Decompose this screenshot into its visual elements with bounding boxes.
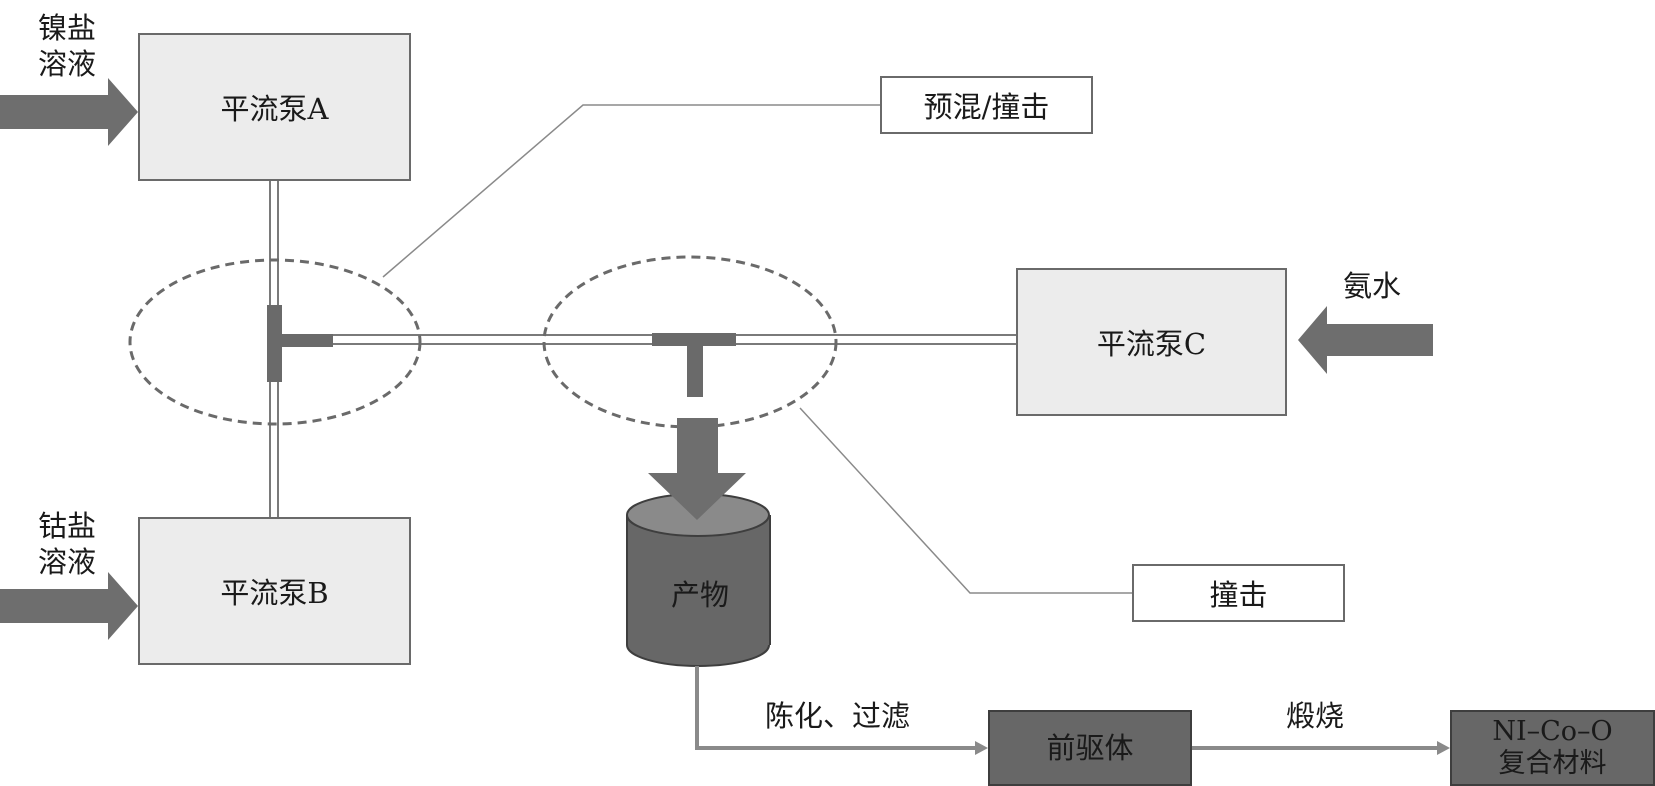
impact-tee-horizontal — [652, 333, 736, 346]
product-drum — [626, 493, 771, 667]
aging-flow-arrowhead — [975, 741, 988, 755]
premix-tee-vertical — [267, 305, 282, 382]
cobalt-input-arrow — [0, 572, 138, 640]
aging-flow-line — [695, 666, 975, 750]
premix-callout: 预混/撞击 — [880, 76, 1093, 134]
product-label: 产物 — [671, 578, 730, 612]
impact-callout: 撞击 — [1132, 564, 1345, 622]
pump-a: 平流泵A — [138, 33, 411, 181]
composite-label-line2: 复合材料 — [1498, 748, 1607, 779]
cobalt-solution-label: 钴盐 溶液 — [38, 509, 97, 580]
pump-c: 平流泵C — [1016, 268, 1287, 416]
premix-tee-horizontal — [280, 334, 333, 347]
premix-callout-label: 预混/撞击 — [923, 90, 1050, 124]
premix-zone-ellipse — [128, 258, 422, 426]
precursor-box: 前驱体 — [988, 710, 1192, 786]
ammonia-label: 氨水 — [1343, 269, 1402, 303]
nickel-solution-label: 镍盐 溶液 — [38, 11, 97, 82]
calcine-label: 煅烧 — [1286, 699, 1345, 733]
premix-leader-line — [382, 104, 880, 278]
nickel-input-arrow — [0, 78, 138, 146]
pump-b-label: 平流泵B — [220, 576, 329, 610]
impact-tee-vertical — [687, 344, 703, 397]
impact-leader-line — [799, 407, 1132, 594]
down-arrow — [648, 418, 746, 520]
pump-a-label: 平流泵A — [220, 92, 329, 126]
precursor-label: 前驱体 — [1046, 730, 1134, 765]
composite-box: NI–Co–O 复合材料 — [1450, 710, 1655, 786]
pump-c-label: 平流泵C — [1096, 327, 1207, 361]
pump-b: 平流泵B — [138, 517, 411, 665]
calcine-flow-arrowhead — [1437, 741, 1450, 755]
composite-label-line1: NI–Co–O — [1492, 715, 1613, 747]
aging-filter-label: 陈化、过滤 — [765, 699, 911, 733]
impact-callout-label: 撞击 — [1209, 578, 1268, 612]
ammonia-input-arrow — [1298, 306, 1433, 374]
